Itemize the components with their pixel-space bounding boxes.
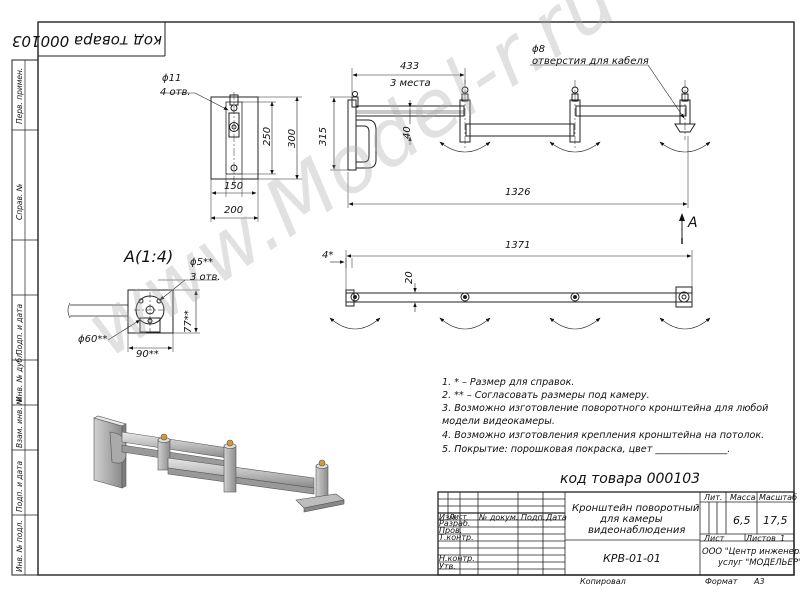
tb-sheet: Лист bbox=[704, 534, 725, 543]
tb-tkontr: Т.контр. bbox=[439, 533, 474, 542]
dim-holes-count: 4 отв. bbox=[160, 87, 191, 98]
product-code: код товара 000103 bbox=[560, 471, 701, 487]
bracket-3d-render bbox=[93, 415, 345, 513]
dim-detail-holes: 3 отв. bbox=[190, 272, 221, 283]
dim-200: 200 bbox=[224, 205, 244, 216]
tb-col-list: Лист bbox=[449, 513, 467, 521]
plate-view bbox=[160, 92, 302, 222]
stamp-podp-data-1: Подп. и дата bbox=[15, 303, 24, 355]
dim-150: 150 bbox=[224, 181, 244, 192]
tb-massa: Масса bbox=[730, 493, 756, 502]
plan-view bbox=[329, 250, 711, 330]
stamp-inv-dubl: Инв. № дубл. bbox=[15, 350, 24, 402]
doc-title-line-2: для камеры bbox=[600, 514, 663, 525]
dim-315: 315 bbox=[318, 126, 329, 146]
tb-col-sign: Подп. bbox=[521, 513, 546, 522]
dim-1326: 1326 bbox=[505, 187, 531, 198]
stamp-vzam-inv: Взам. инв. № bbox=[15, 397, 24, 448]
tb-masshtab: Масштаб bbox=[759, 493, 798, 502]
doc-title-line-1: Кронштейн поворотный bbox=[572, 503, 700, 514]
tb-col-doc: № докум. bbox=[479, 513, 519, 522]
note-3: 3. Возможно изготовление поворотного кро… bbox=[442, 403, 769, 414]
tb-col-izm: Изм. bbox=[439, 513, 458, 522]
stamp-podp-data-2: Подп. и дата bbox=[15, 460, 24, 512]
doc-number: КРВ-01-01 bbox=[603, 552, 661, 565]
note-5: 5. Покрытие: порошковая покраска, цвет _… bbox=[442, 444, 731, 455]
title-block-grid bbox=[437, 491, 795, 576]
dim-detail-hole: ϕ5** bbox=[190, 257, 213, 268]
dim-77: 77** bbox=[183, 310, 194, 333]
section-arrow-a: A bbox=[688, 215, 698, 231]
dim-250: 250 bbox=[262, 126, 273, 146]
dim-cable-diameter: ϕ8 bbox=[532, 44, 545, 55]
stamp-inv-podl: Инв. № подл. bbox=[15, 520, 24, 572]
dim-hole-diameter: ϕ11 bbox=[162, 73, 182, 84]
note-3-cont: модели видеокамеры. bbox=[442, 416, 555, 427]
dim-places: 3 места bbox=[390, 78, 431, 89]
tb-format-value: А3 bbox=[754, 577, 765, 586]
sheet-frame bbox=[11, 21, 795, 576]
tb-sheets: Листов bbox=[746, 534, 776, 543]
scale-value: 17,5 bbox=[763, 514, 788, 527]
tb-utv: Утв. bbox=[439, 562, 456, 571]
detail-title: A(1:4) bbox=[124, 247, 174, 266]
dim-300: 300 bbox=[287, 128, 298, 148]
dim-433: 433 bbox=[400, 61, 420, 72]
note-4: 4. Возможно изготовления крепления кронш… bbox=[442, 430, 765, 441]
note-2: 2. ** – Согласовать размеры под камеру. bbox=[442, 390, 650, 401]
dim-40: 40 bbox=[402, 126, 413, 139]
tb-sheets-value: 1 bbox=[780, 534, 786, 543]
dim-1371: 1371 bbox=[505, 240, 531, 251]
dim-90: 90** bbox=[136, 349, 159, 360]
mass-value: 6,5 bbox=[733, 514, 751, 527]
stamp-perv-primen: Перв. примен. bbox=[15, 67, 24, 124]
detail-a bbox=[67, 279, 218, 352]
org-line-2: услуг "МОДЕЛЬЕР" bbox=[718, 558, 800, 568]
org-line-1: ООО "Центр инженерных bbox=[702, 547, 800, 557]
tb-col-date: Дата bbox=[546, 513, 567, 522]
cable-note: отверстия для кабеля bbox=[532, 56, 649, 67]
tb-copied: Копировал bbox=[580, 577, 626, 586]
dim-60: ϕ60** bbox=[78, 334, 108, 345]
dim-20: 20 bbox=[404, 271, 415, 284]
dim-4: 4* bbox=[322, 250, 334, 261]
note-1: 1. * – Размер для справок. bbox=[442, 377, 575, 388]
tb-format: Формат bbox=[705, 577, 738, 586]
code-mirrored: код товара 000103 bbox=[11, 32, 162, 50]
tb-lit: Лит. bbox=[704, 493, 723, 502]
tb-razrab: Разраб. bbox=[439, 519, 471, 528]
front-view bbox=[330, 64, 711, 244]
tb-nkontr: Н.контр. bbox=[439, 554, 475, 563]
doc-title-line-3: видеонаблюдения bbox=[588, 525, 686, 536]
tb-prov: Пров. bbox=[439, 526, 463, 535]
stamp-sprav: Справ. № bbox=[15, 183, 24, 221]
